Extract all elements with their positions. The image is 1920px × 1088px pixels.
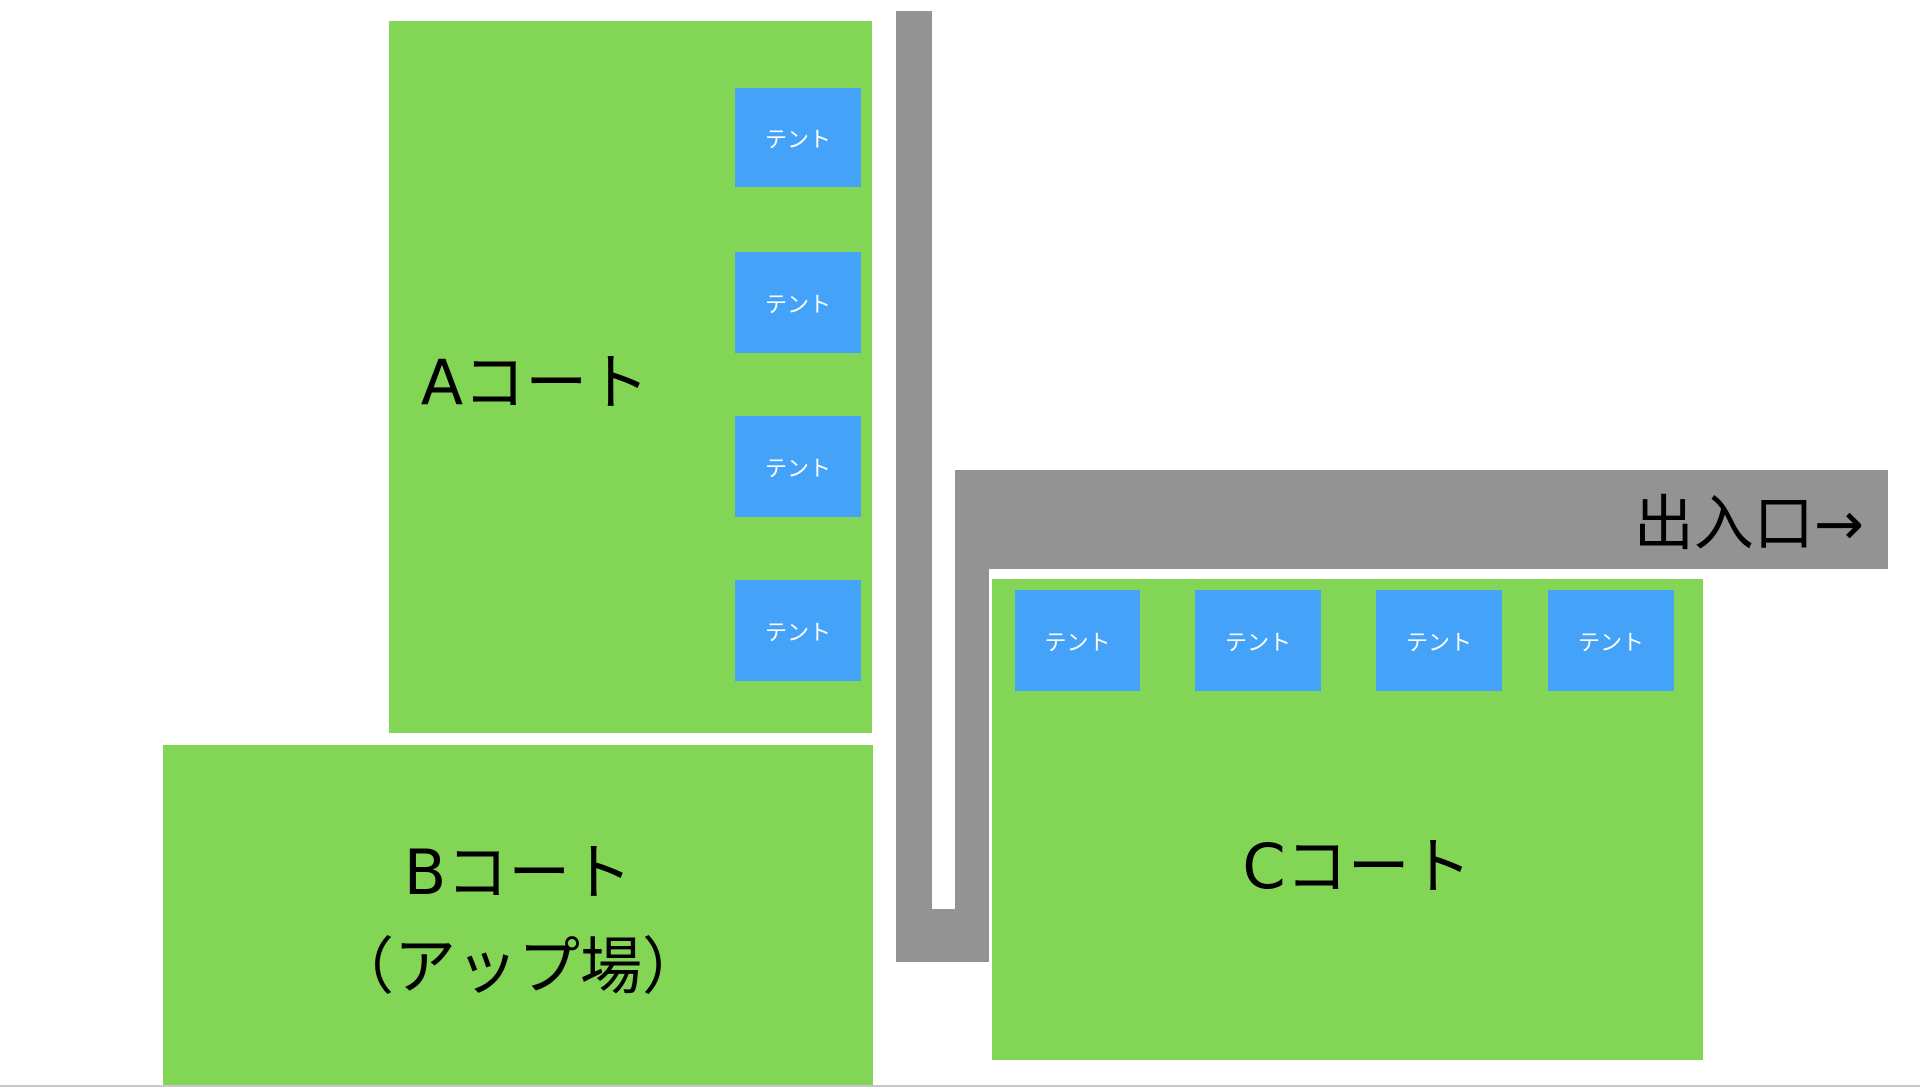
court-c-label: Cコート <box>1242 830 1472 903</box>
bottom-divider <box>0 1085 1920 1087</box>
court-b-label: Bコート <box>403 836 633 909</box>
tent-label: テント <box>764 127 831 153</box>
tent-a-4: テント <box>735 580 861 681</box>
court-a-label: Aコート <box>420 346 650 419</box>
tent-a-2: テント <box>735 252 861 353</box>
tent-c-2: テント <box>1195 590 1321 691</box>
tent-a-3: テント <box>735 416 861 517</box>
road-gap <box>932 11 955 909</box>
tent-label: テント <box>1224 630 1291 656</box>
tent-label: テント <box>1405 630 1472 656</box>
road-gap-inner <box>989 569 992 579</box>
tent-label: テント <box>764 456 831 482</box>
court-b <box>163 745 873 1085</box>
tent-label: テント <box>764 292 831 318</box>
tent-label: テント <box>1044 630 1111 656</box>
tent-a-1: テント <box>735 88 861 187</box>
entrance-label: 出入口→ <box>1633 489 1864 560</box>
court-b-sublabel: （アップ場） <box>331 930 705 1003</box>
tent-c-1: テント <box>1015 590 1140 691</box>
road-vertical-left <box>896 11 932 962</box>
tent-label: テント <box>764 620 831 646</box>
tent-c-4: テント <box>1548 590 1674 691</box>
tent-label: テント <box>1577 630 1644 656</box>
road-entrance <box>955 470 1888 569</box>
tent-c-3: テント <box>1376 590 1502 691</box>
